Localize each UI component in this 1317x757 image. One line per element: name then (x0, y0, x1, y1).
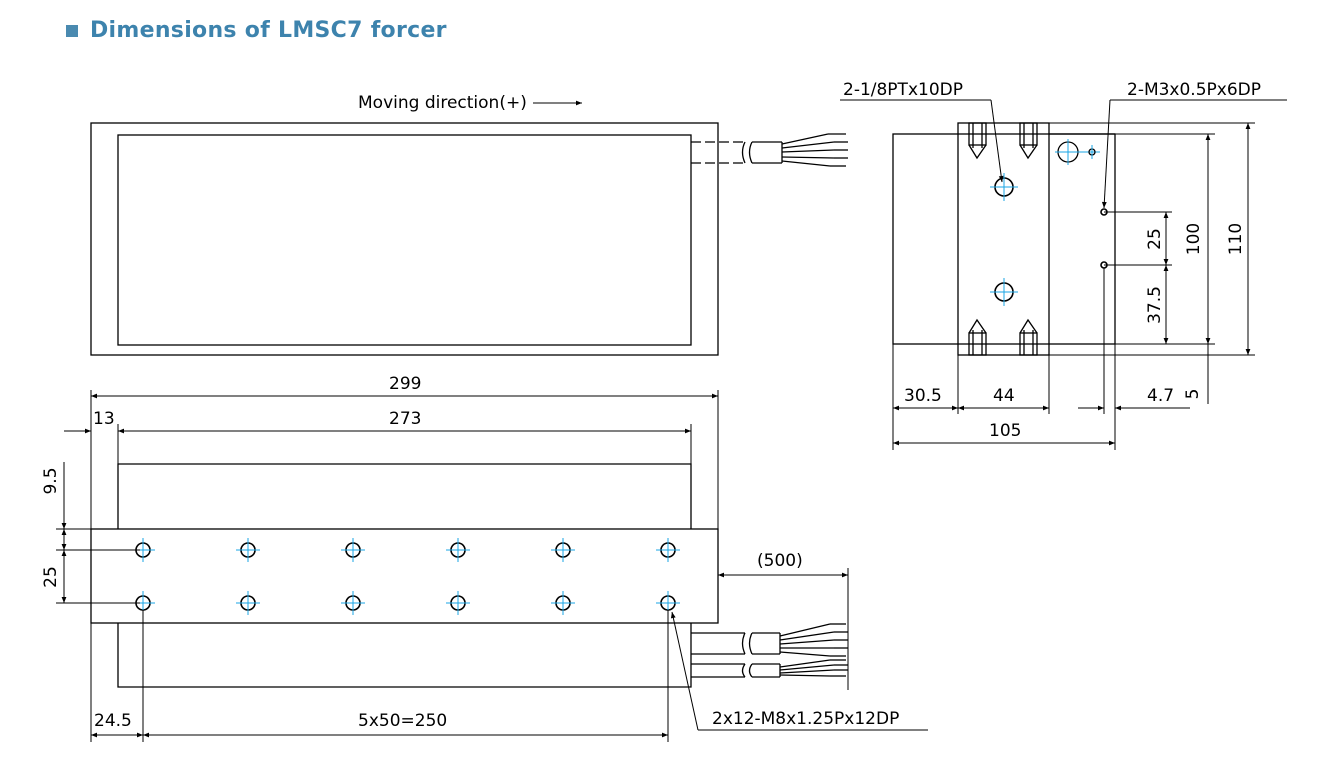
callout-holes-label: 2x12-M8x1.25Px12DP (712, 709, 899, 729)
dim-5: 5 (1183, 389, 1203, 400)
dim-105: 105 (989, 421, 1021, 441)
thread-hole-top-left (968, 122, 987, 160)
thread-hole-bottom-right (1019, 318, 1038, 356)
mount-hole (551, 538, 575, 562)
top-view: Moving direction(+) (90, 93, 848, 356)
top-view-inner-frame (117, 134, 692, 346)
callout-port-label: 2-1/8PTx10DP (843, 80, 963, 100)
side-view-body (892, 133, 1116, 345)
bullet-square-icon (66, 24, 78, 37)
mount-hole (236, 538, 260, 562)
side-view: 2-1/8PTx10DP 2-M3x0.5Px6DP 25 37.5 100 1… (840, 80, 1287, 450)
bottom-view: 299 273 13 9.5 25 (500) 24.5 5x50=250 2 (41, 374, 928, 742)
dim-273: 273 (389, 409, 421, 429)
dim-13: 13 (93, 409, 115, 429)
dim-25-bottom: 25 (41, 566, 61, 588)
dim-299: 299 (389, 374, 421, 394)
dim-9-5: 9.5 (41, 467, 61, 494)
thread-hole-top-right (1019, 122, 1038, 160)
mounting-holes (131, 538, 680, 615)
mount-hole (341, 538, 365, 562)
heading-title: Dimensions of LMSC7 forcer (90, 18, 447, 43)
dim-44: 44 (993, 386, 1015, 406)
dim-250: 5x50=250 (358, 711, 447, 731)
mount-hole (446, 538, 470, 562)
callout-thread-label: 2-M3x0.5Px6DP (1127, 80, 1261, 100)
bottom-view-plate (90, 528, 719, 624)
side-view-center-block (957, 122, 1050, 356)
dim-500: (500) (757, 551, 803, 571)
moving-direction-label: Moving direction(+) (358, 93, 527, 113)
dim-24-5: 24.5 (94, 711, 132, 731)
port-hole-upper (990, 173, 1018, 201)
mount-hole (551, 591, 575, 615)
bottom-view-cable (691, 623, 848, 678)
projection-symbol-icon (1055, 139, 1100, 165)
thread-hole-bottom-left (968, 318, 987, 356)
dim-25-side: 25 (1145, 228, 1165, 250)
top-view-cable (691, 133, 848, 167)
dim-110: 110 (1226, 223, 1246, 255)
dim-4-7: 4.7 (1147, 386, 1174, 406)
port-hole-lower (990, 278, 1018, 306)
bottom-view-lower-body (117, 623, 692, 688)
bottom-view-upper-body (117, 463, 692, 529)
section-heading: Dimensions of LMSC7 forcer (66, 18, 447, 43)
mount-hole (446, 591, 470, 615)
top-view-outer-frame (90, 122, 719, 356)
mount-hole (341, 591, 365, 615)
dim-37-5: 37.5 (1145, 286, 1165, 324)
dim-100: 100 (1184, 223, 1204, 255)
mount-hole (656, 538, 680, 562)
dim-30-5: 30.5 (904, 386, 942, 406)
mount-hole (236, 591, 260, 615)
